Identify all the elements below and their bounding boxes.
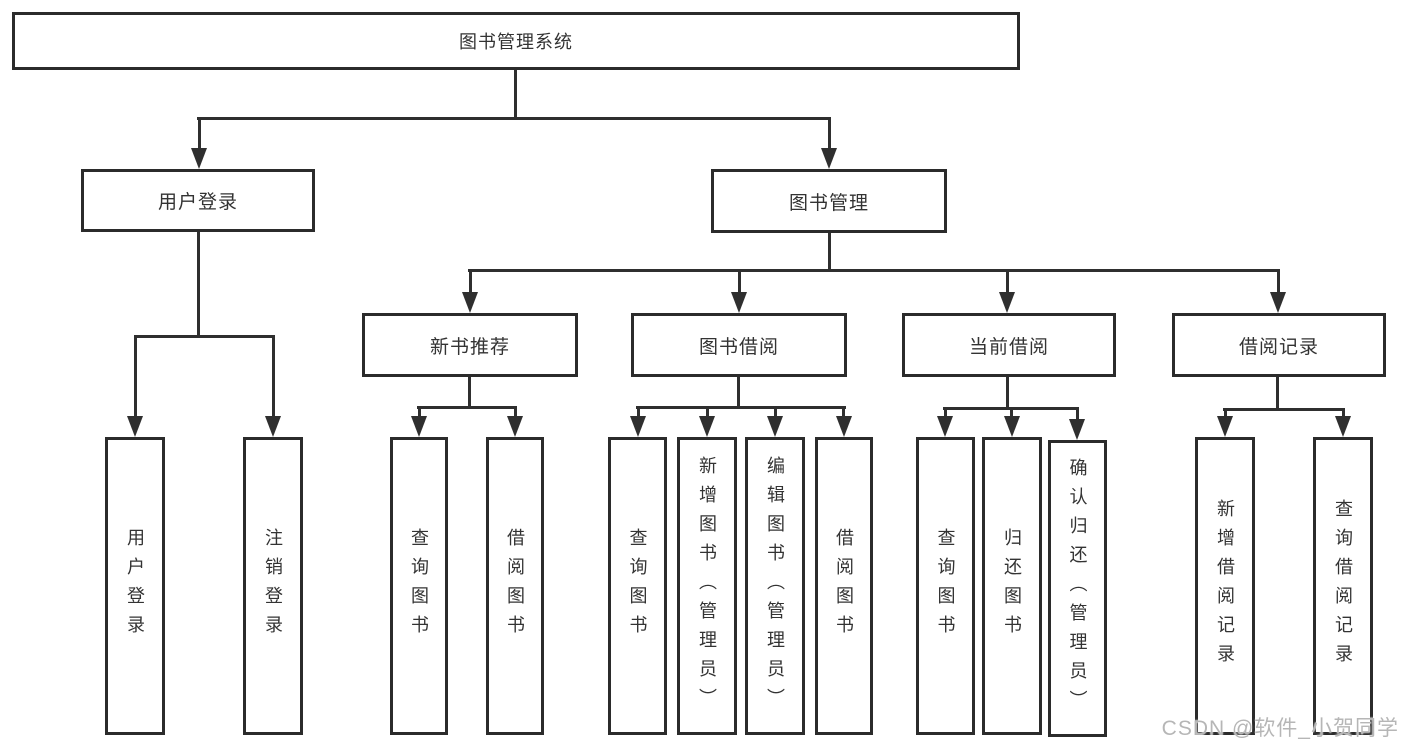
connector-stub-book-borrow [738, 269, 741, 295]
leaf-br-query-record-label: 查询借阅记录 [1333, 499, 1353, 673]
arrow-to-bb-edit [767, 416, 783, 437]
node-book-borrow-label: 图书借阅 [698, 336, 779, 358]
node-root: 图书管理系统 [12, 12, 1020, 70]
leaf-bb-edit-books-admin-label: 编辑图书（管理员） [765, 455, 785, 717]
arrow-to-nbr-query [411, 416, 427, 437]
node-user-login-label: 用户登录 [157, 192, 238, 213]
connector-stub-nbr-query [418, 406, 421, 419]
leaf-cb-query-books: 查询图书 [916, 437, 975, 735]
connector-stub-br-add [1224, 408, 1227, 419]
connector-stub-bb-borrow [842, 406, 845, 419]
arrow-to-user-login [191, 148, 207, 169]
connector-stub-bb-query [637, 406, 640, 419]
arrow-to-current-borrow [999, 292, 1015, 313]
arrow-to-bb-add [699, 416, 715, 437]
arrow-to-leaf-login [127, 416, 143, 437]
leaf-bb-query-books-label: 查询图书 [627, 528, 648, 644]
leaf-cb-confirm-return-admin: 确认归还（管理员） [1048, 440, 1107, 737]
node-borrow-records-label: 借阅记录 [1238, 336, 1319, 358]
leaf-nbr-query-books: 查询图书 [390, 437, 448, 735]
connector-stub-bb-edit [774, 406, 777, 419]
connector-stub-user-login [198, 117, 201, 151]
leaf-bb-add-books-admin-label: 新增图书（管理员） [697, 455, 717, 717]
connector-stub-br-query [1342, 408, 1345, 419]
connector-book-management-trunk [828, 233, 831, 271]
node-book-management: 图书管理 [711, 169, 947, 233]
node-user-login: 用户登录 [81, 169, 315, 232]
connector-current-borrow-trunk [1006, 377, 1009, 409]
node-new-book-recommend: 新书推荐 [362, 313, 578, 377]
node-borrow-records: 借阅记录 [1172, 313, 1386, 377]
leaf-bb-query-books: 查询图书 [608, 437, 667, 735]
connector-stub-leaf-login [134, 335, 137, 419]
leaf-user-login: 用户登录 [105, 437, 165, 735]
leaf-cb-query-books-label: 查询图书 [935, 528, 956, 644]
leaf-nbr-borrow-books: 借阅图书 [486, 437, 544, 735]
connector-borrow-records-branch [1223, 408, 1345, 411]
arrow-to-bb-borrow [836, 416, 852, 437]
leaf-nbr-query-books-label: 查询图书 [409, 528, 429, 644]
csdn-watermark: CSDN @软件_小贺同学 [1161, 717, 1399, 740]
arrow-to-cb-query [937, 416, 953, 437]
arrow-to-nbr-borrow [507, 416, 523, 437]
leaf-bb-add-books-admin: 新增图书（管理员） [677, 437, 737, 735]
leaf-cb-return-books: 归还图书 [982, 437, 1042, 735]
node-current-borrow: 当前借阅 [902, 313, 1116, 377]
arrow-to-book-management [821, 148, 837, 169]
node-root-label: 图书管理系统 [459, 32, 573, 52]
connector-stub-borrow-records [1277, 269, 1280, 295]
node-book-borrow: 图书借阅 [631, 313, 847, 377]
leaf-cb-return-books-label: 归还图书 [1002, 528, 1022, 644]
connector-stub-nbr-borrow [514, 406, 517, 419]
connector-stub-bb-add [706, 406, 709, 419]
arrow-to-borrow-records [1270, 292, 1286, 313]
connector-stub-leaf-logout [272, 335, 275, 419]
arrow-to-br-add [1217, 416, 1233, 437]
leaf-logout: 注销登录 [243, 437, 303, 735]
connector-root-trunk [514, 70, 517, 117]
connector-user-login-branch [134, 335, 275, 338]
leaf-user-login-label: 用户登录 [125, 528, 145, 644]
leaf-bb-borrow-books-label: 借阅图书 [834, 528, 854, 644]
arrow-to-cb-return [1004, 416, 1020, 437]
connector-new-book-branch [417, 406, 517, 409]
arrow-to-new-book [462, 292, 478, 313]
connector-stub-cb-return [1010, 407, 1013, 419]
connector-root-branch [197, 117, 831, 120]
connector-book-borrow-branch [636, 406, 846, 409]
arrow-to-bb-query [630, 416, 646, 437]
connector-stub-current-borrow [1006, 269, 1009, 295]
arrow-to-book-borrow [731, 292, 747, 313]
leaf-nbr-borrow-books-label: 借阅图书 [505, 528, 525, 644]
leaf-br-add-record: 新增借阅记录 [1195, 437, 1255, 735]
leaf-br-add-record-label: 新增借阅记录 [1215, 499, 1235, 673]
arrow-to-leaf-logout [265, 416, 281, 437]
leaf-br-query-record: 查询借阅记录 [1313, 437, 1373, 735]
node-book-management-label: 图书管理 [788, 192, 869, 214]
arrow-to-cb-confirm [1069, 419, 1085, 440]
connector-stub-new-book [469, 269, 472, 295]
node-new-book-recommend-label: 新书推荐 [429, 336, 510, 358]
connector-book-management-branch [468, 269, 1280, 272]
connector-new-book-trunk [468, 377, 471, 408]
connector-stub-cb-query [944, 407, 947, 419]
leaf-bb-borrow-books: 借阅图书 [815, 437, 873, 735]
leaf-cb-confirm-return-admin-label: 确认归还（管理员） [1067, 458, 1088, 719]
connector-stub-book-management [828, 117, 831, 151]
connector-borrow-records-trunk [1276, 377, 1279, 410]
leaf-logout-label: 注销登录 [263, 528, 283, 644]
connector-user-login-trunk [197, 232, 200, 336]
node-current-borrow-label: 当前借阅 [968, 336, 1049, 358]
connector-stub-cb-confirm [1076, 407, 1079, 419]
connector-book-borrow-trunk [737, 377, 740, 408]
arrow-to-br-query [1335, 416, 1351, 437]
leaf-bb-edit-books-admin: 编辑图书（管理员） [745, 437, 805, 735]
